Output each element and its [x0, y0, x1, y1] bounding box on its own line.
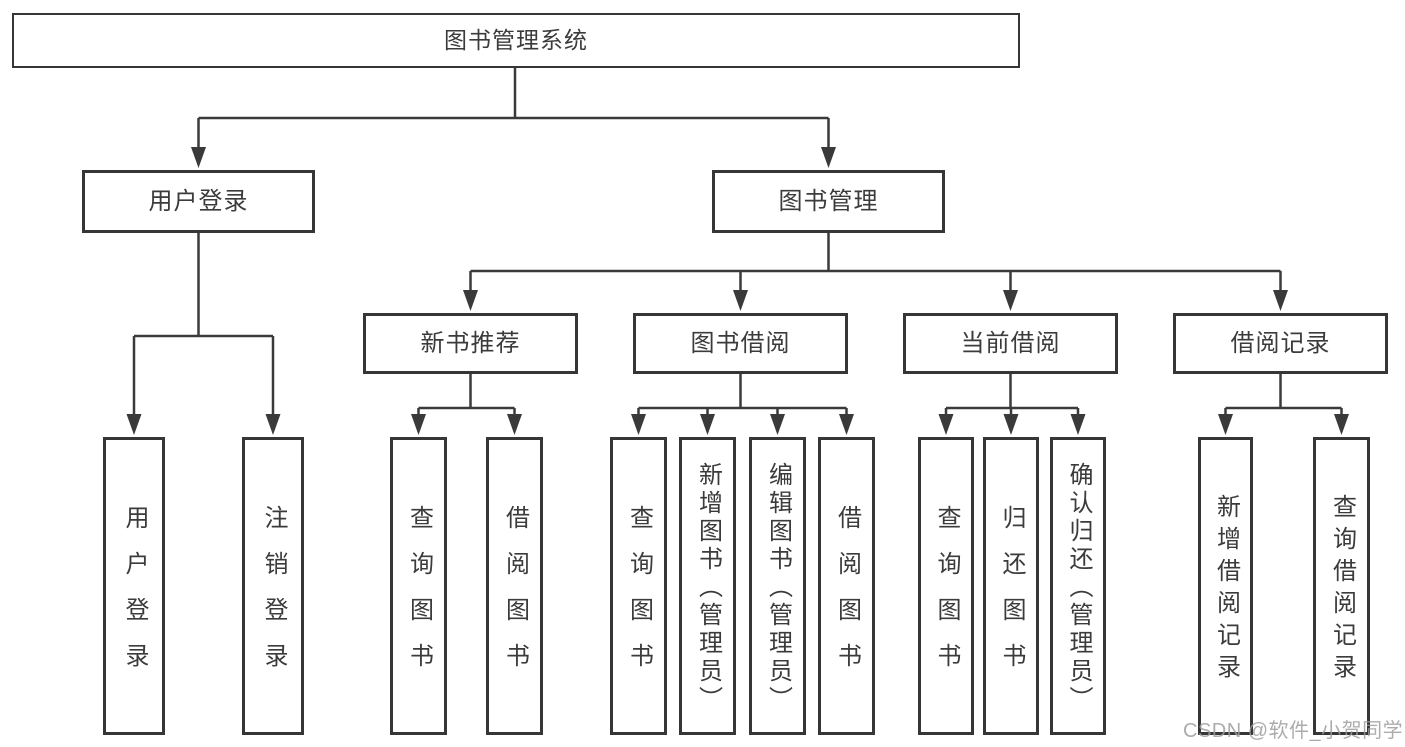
leaf-user-login: 用户登录 — [103, 437, 165, 735]
node-book-borrow: 图书借阅 — [633, 313, 848, 374]
leaf-query-books-recommend: 查询图书 — [390, 437, 447, 735]
node-borrow-records: 借阅记录 — [1173, 313, 1388, 374]
leaf-borrow-books: 借阅图书 — [818, 437, 875, 735]
leaf-add-borrow-record: 新增借阅记录 — [1198, 437, 1253, 735]
node-new-book-recommend: 新书推荐 — [363, 313, 578, 374]
leaf-return-books: 归还图书 — [983, 437, 1039, 735]
leaf-logout: 注销登录 — [242, 437, 304, 735]
node-library-management-system: 图书管理系统 — [12, 13, 1020, 68]
node-current-borrow: 当前借阅 — [903, 313, 1118, 374]
leaf-query-books-current: 查询图书 — [918, 437, 974, 735]
node-user-login: 用户登录 — [82, 170, 315, 233]
arrowheads — [126, 147, 1349, 435]
csdn-watermark: CSDN @软件_小贺同学 — [1183, 720, 1404, 742]
leaf-borrow-books-recommend: 借阅图书 — [486, 437, 543, 735]
leaf-edit-books-admin: 编辑图书（管理员） — [749, 437, 806, 735]
leaf-query-books-borrow: 查询图书 — [610, 437, 667, 735]
leaf-confirm-return-admin: 确认归还（管理员） — [1050, 437, 1106, 735]
node-book-management: 图书管理 — [712, 170, 945, 233]
leaf-add-books-admin: 新增图书（管理员） — [679, 437, 736, 735]
leaf-query-borrow-record: 查询借阅记录 — [1313, 437, 1370, 735]
